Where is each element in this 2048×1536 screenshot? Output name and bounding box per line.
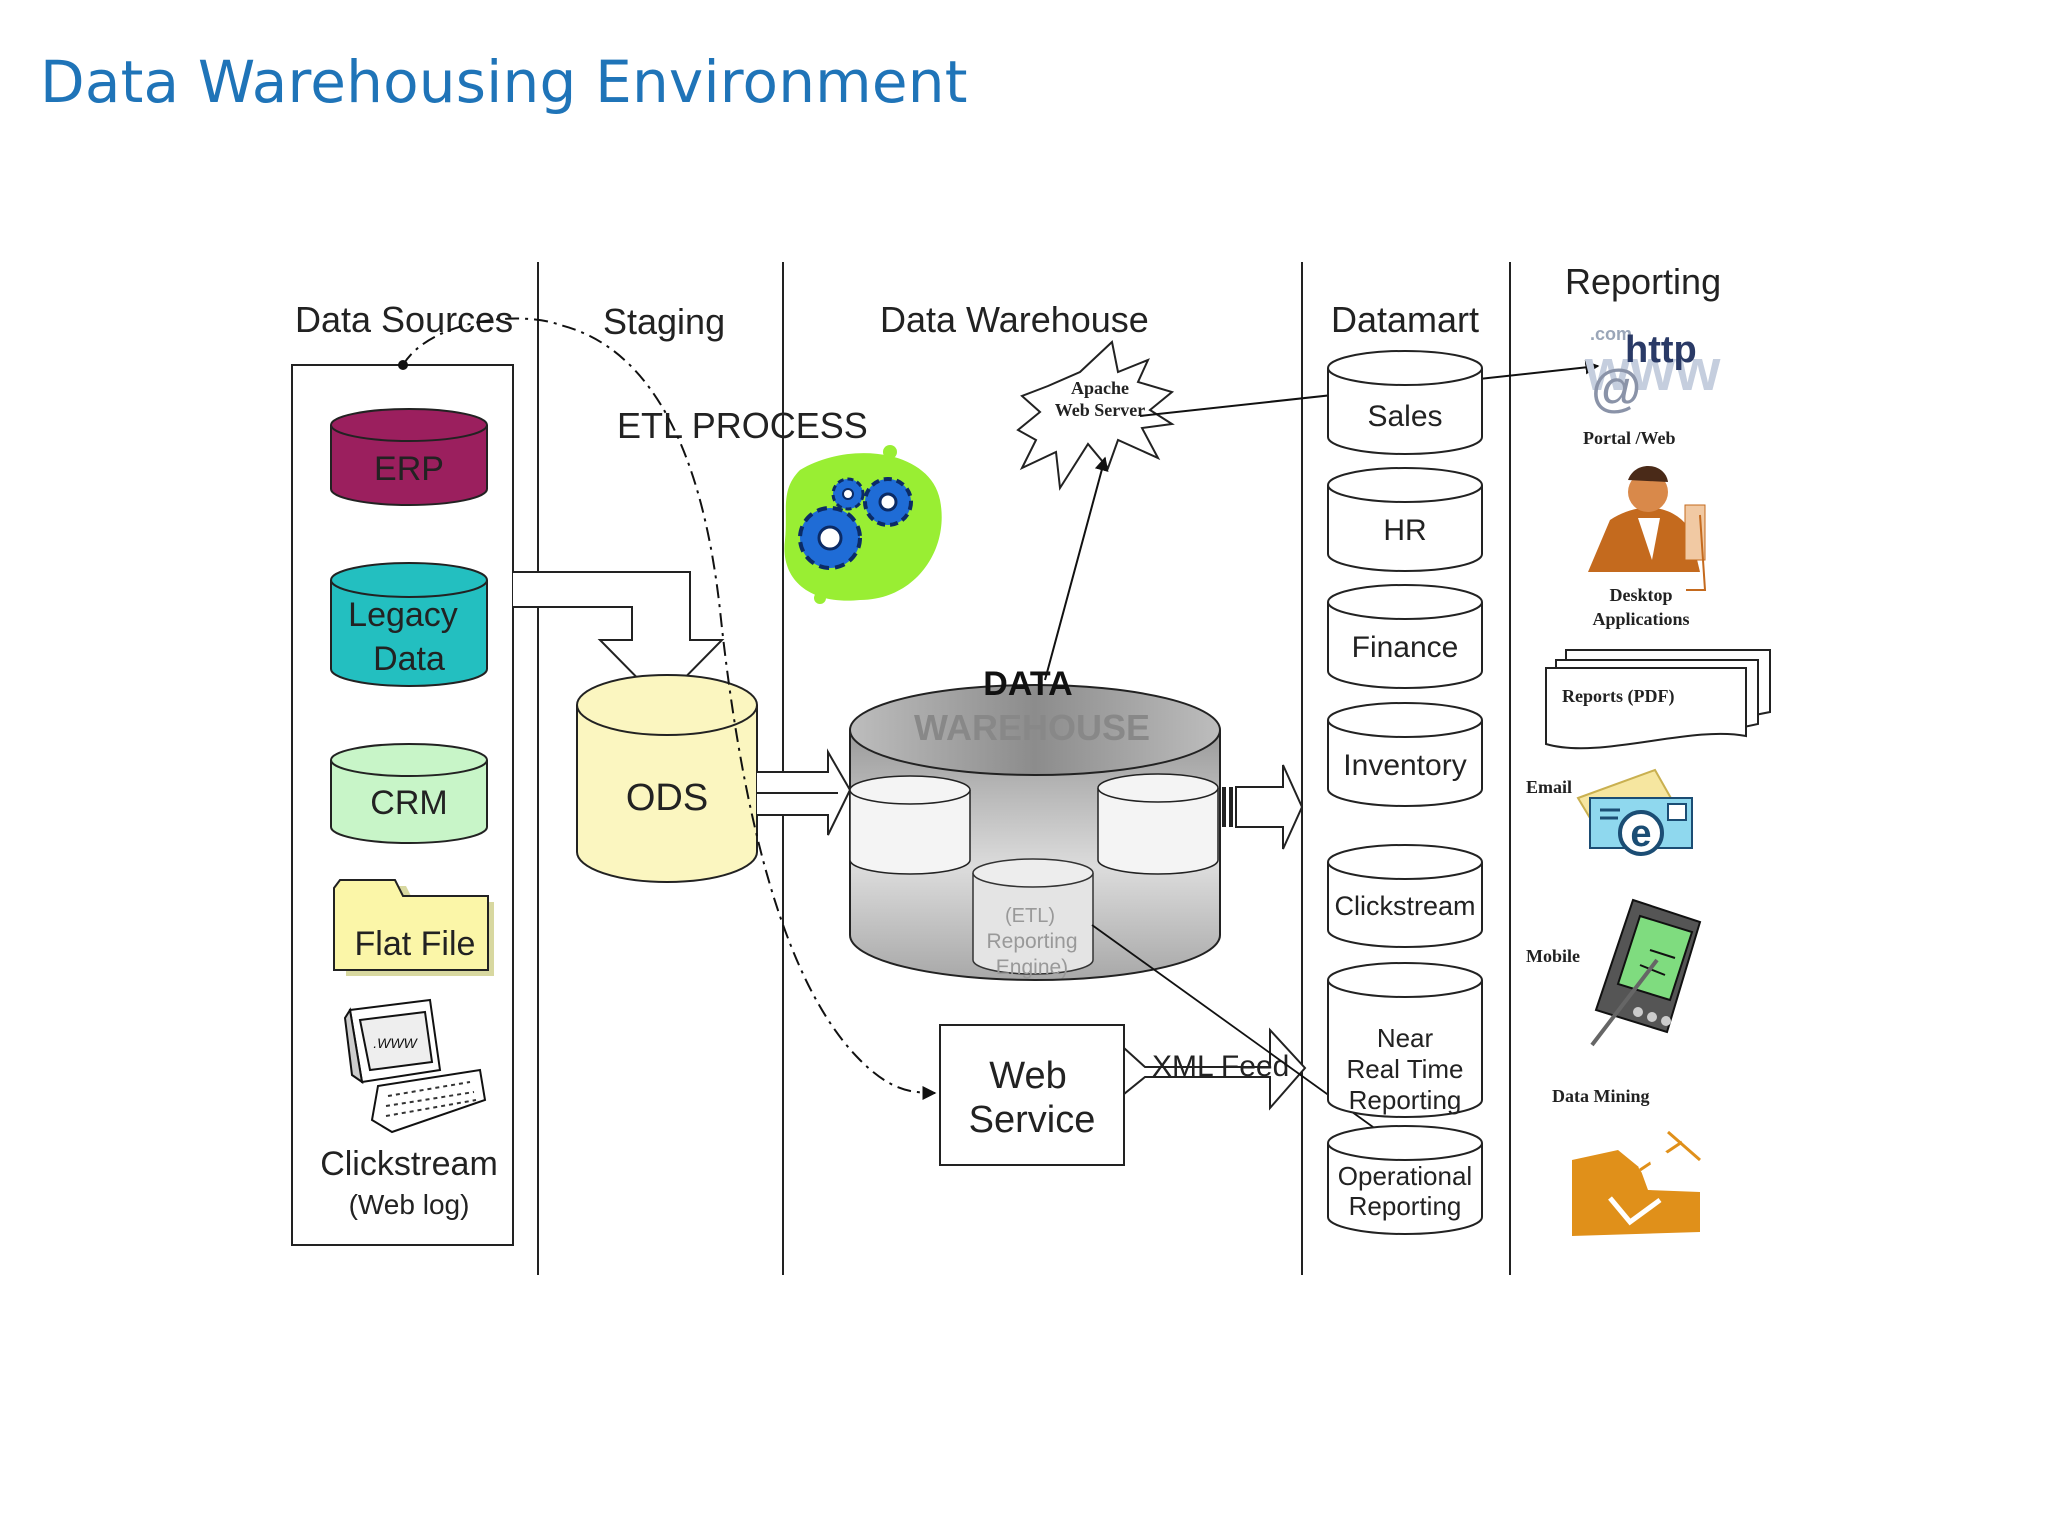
engine-label-line1: (ETL) bbox=[1005, 905, 1055, 927]
dw-label-line1: DATA bbox=[983, 665, 1072, 703]
datamart-inventory-label: Inventory bbox=[1343, 749, 1466, 782]
xml-feed-label: XML Feed bbox=[1152, 1050, 1289, 1083]
dw-to-apache-arrow bbox=[1044, 456, 1109, 681]
operational-reporting-cylinder: Operational Reporting bbox=[1327, 1125, 1483, 1235]
etl-process-label: ETL PROCESS bbox=[617, 405, 868, 446]
op-label-line1: Operational bbox=[1338, 1161, 1472, 1191]
http-www-icon: .com www http @ bbox=[1584, 324, 1721, 418]
datamart-sales-cylinder: Sales bbox=[1327, 350, 1483, 455]
flat-file-label: Flat File bbox=[355, 925, 476, 963]
legacy-label-line2: Data bbox=[373, 640, 445, 678]
desktop-label-line1: Desktop bbox=[1609, 585, 1672, 605]
reports-label: Reports (PDF) bbox=[1562, 686, 1674, 707]
apache-web-server-starburst: Apache Web Server bbox=[1016, 340, 1175, 491]
apache-label-line2: Web Server bbox=[1055, 400, 1145, 420]
page-title: Data Warehousing Environment bbox=[40, 48, 968, 116]
datamart-sales-label: Sales bbox=[1367, 400, 1442, 433]
column-header-reporting: Reporting bbox=[1565, 261, 1721, 302]
datamart-clickstream-label: Clickstream bbox=[1334, 891, 1475, 921]
nrt-label-line1: Near bbox=[1377, 1023, 1434, 1053]
datamart-hr-label: HR bbox=[1383, 514, 1426, 547]
web-service-label-line2: Service bbox=[969, 1099, 1096, 1141]
erp-cylinder: ERP bbox=[330, 408, 488, 506]
gears-icon bbox=[784, 445, 942, 604]
svg-text:www: www bbox=[1584, 338, 1721, 403]
mobile-device-icon bbox=[1590, 898, 1702, 1047]
http-small-label: .com bbox=[1590, 324, 1632, 344]
datamart-finance-label: Finance bbox=[1352, 631, 1459, 664]
datamart-inventory-cylinder: Inventory bbox=[1327, 702, 1483, 807]
etl-flow-start-dot bbox=[398, 360, 408, 370]
engine-label-line2: Reporting bbox=[986, 930, 1077, 953]
near-real-time-reporting-cylinder: Near Real Time Reporting bbox=[1327, 962, 1483, 1118]
op-label-line2: Reporting bbox=[1349, 1191, 1462, 1221]
etl-flow-curve bbox=[402, 317, 937, 1100]
nrt-label-line3: Reporting bbox=[1349, 1085, 1462, 1115]
datamart-clickstream-cylinder: Clickstream bbox=[1327, 844, 1483, 948]
mobile-label: Mobile bbox=[1526, 946, 1580, 966]
engine-label-line3: Engine) bbox=[996, 956, 1068, 979]
email-icon: e bbox=[1576, 768, 1693, 856]
web-log-label: (Web log) bbox=[349, 1189, 470, 1220]
ods-label: ODS bbox=[626, 777, 708, 819]
nrt-label-line2: Real Time bbox=[1346, 1054, 1463, 1084]
data-mining-label: Data Mining bbox=[1552, 1086, 1650, 1106]
erp-label: ERP bbox=[374, 450, 444, 488]
web-service-box bbox=[939, 1024, 1125, 1166]
web-service-label-line1: Web bbox=[989, 1055, 1066, 1097]
desktop-user-icon bbox=[1588, 465, 1707, 591]
crm-label: CRM bbox=[370, 784, 447, 822]
ods-cylinder: ODS bbox=[576, 674, 758, 883]
datamart-hr-cylinder: HR bbox=[1327, 467, 1483, 572]
column-header-staging: Staging bbox=[603, 301, 725, 342]
svg-text:.WWW: .WWW bbox=[373, 1035, 418, 1051]
flat-file-folder: Flat File bbox=[333, 879, 494, 976]
email-label: Email bbox=[1526, 777, 1572, 797]
portal-web-label: Portal /Web bbox=[1583, 428, 1676, 448]
apache-label-line1: Apache bbox=[1071, 378, 1129, 398]
legacy-label-line1: Legacy bbox=[348, 596, 458, 634]
dw-label-line2: WAREHOUSE bbox=[914, 707, 1150, 748]
http-label: http bbox=[1625, 329, 1697, 371]
legacy-data-cylinder: Legacy Data bbox=[330, 562, 488, 687]
xml-feed-arrow bbox=[1123, 1027, 1307, 1111]
datamart-finance-cylinder: Finance bbox=[1327, 584, 1483, 689]
reports-pdf-icon bbox=[1545, 649, 1771, 750]
svg-text:@: @ bbox=[1590, 360, 1643, 418]
column-header-data-warehouse: Data Warehouse bbox=[880, 299, 1149, 340]
desktop-label-line2: Applications bbox=[1592, 609, 1689, 629]
dw-to-datamart-arrow bbox=[1222, 764, 1304, 850]
svg-text:e: e bbox=[1630, 813, 1651, 855]
data-warehouse-cylinder: DATA WAREHOUSE (ETL) Reporting Engine) bbox=[849, 665, 1221, 981]
clickstream-source-label: Clickstream bbox=[320, 1145, 498, 1183]
crm-cylinder: CRM bbox=[330, 743, 488, 844]
computer-icon: .WWW bbox=[343, 998, 487, 1134]
data-mining-icon bbox=[1572, 1129, 1702, 1236]
column-header-datamart: Datamart bbox=[1331, 299, 1479, 340]
column-header-data-sources: Data Sources bbox=[295, 299, 513, 340]
